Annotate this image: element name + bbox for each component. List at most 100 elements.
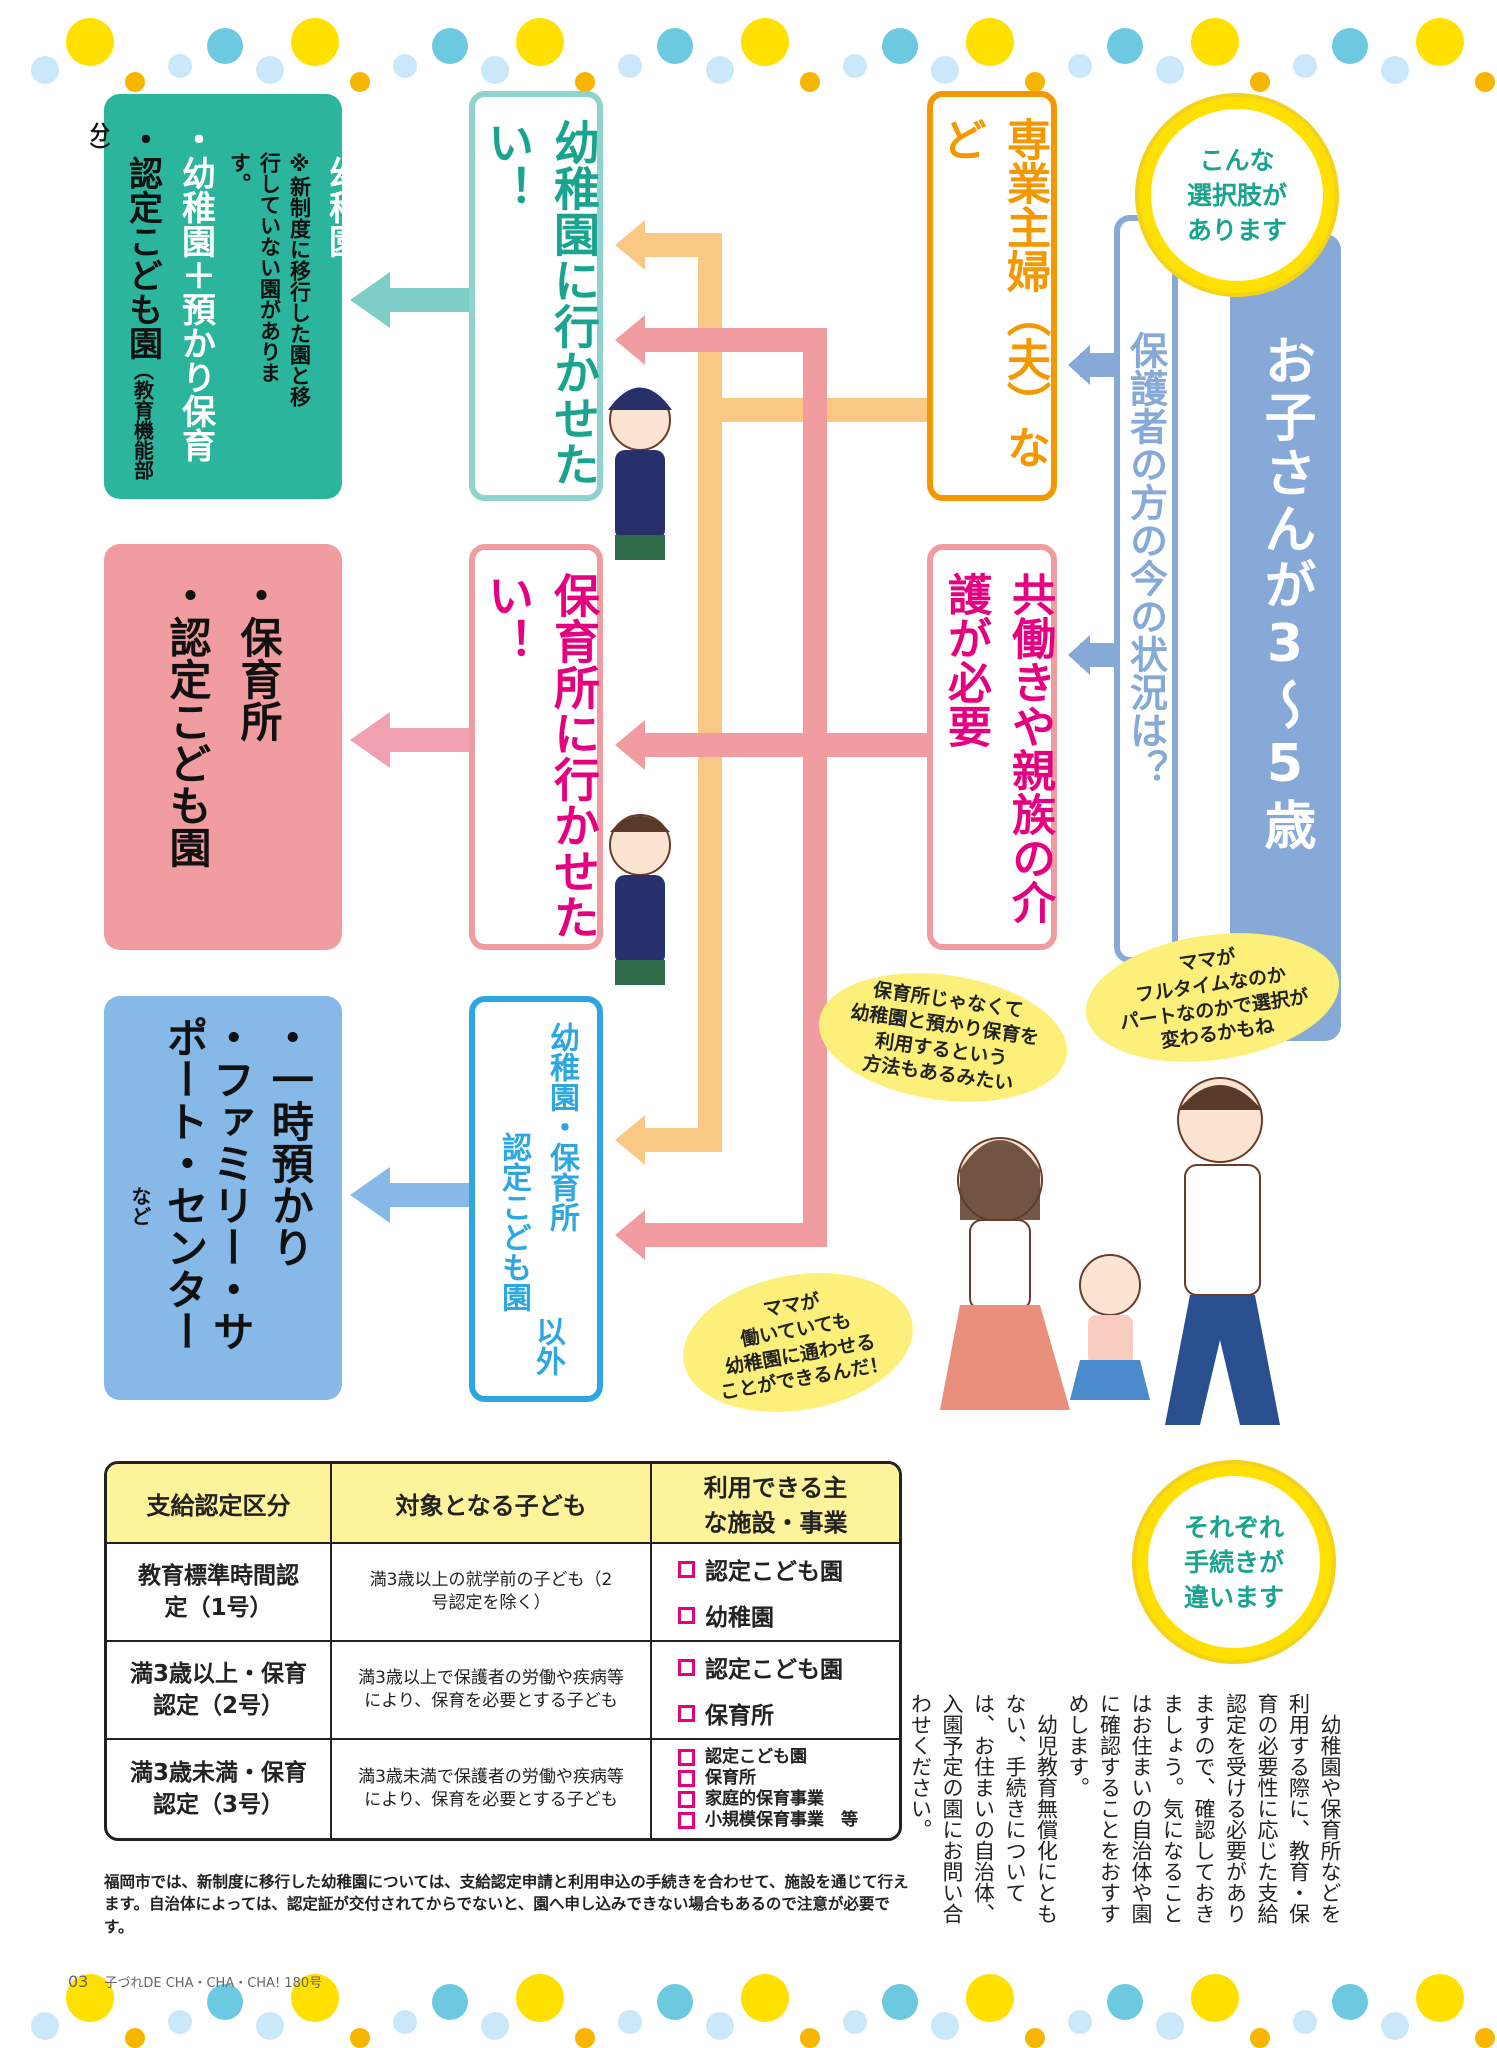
decorative-dot [516, 18, 564, 66]
facility-item: 認定こども園 [678, 1552, 899, 1586]
result-nursery-box: ・保育所 ・認定こども園 [104, 544, 342, 950]
decorative-dot [800, 2028, 820, 2048]
decorative-dot [125, 72, 145, 92]
facility-label: 保育所 [705, 1767, 756, 1788]
options-badge: こんな選択肢があります [1139, 97, 1335, 293]
arrow-head [350, 272, 390, 328]
decorative-dot [291, 18, 339, 66]
decorative-dot [393, 2010, 417, 2034]
facility-item: 家庭的保育事業 [678, 1789, 899, 1810]
checkbox-icon [678, 1704, 695, 1722]
side-note: 幼稚園や保育所などを利用する際に、教育・保育の必要性に応じた支給認定を受ける必要… [909, 1693, 1345, 1933]
pink-branch [640, 328, 815, 1247]
checkbox-icon [678, 1812, 695, 1830]
table-header: 対象となる子ども [332, 1464, 652, 1544]
homemaker-label: 専業主婦（夫）など [935, 117, 1050, 469]
decorative-dot [1475, 2028, 1495, 2048]
decorative-dot [882, 1984, 918, 2020]
result-item: ・認定こども園 [122, 122, 163, 360]
facility-label: 認定こども園 [705, 1559, 843, 1585]
decorative-dot [1332, 1984, 1368, 2020]
wish-nursery-box: 保育所に行かせたい！ [469, 544, 603, 950]
result-item: ・幼稚園＋預かり保育 [175, 122, 216, 462]
working-box: 共働きや親族の介護が必要 [927, 544, 1057, 950]
decorative-dot [1156, 56, 1184, 84]
wish-kindergarten-label: 幼稚園に行かせたい！ [481, 119, 601, 487]
pink-flow-line [803, 328, 927, 1247]
family-illustration [940, 1077, 1280, 1425]
badge-line: あります [1186, 215, 1287, 245]
decorative-dot [125, 2028, 145, 2048]
side-note-paragraph: 幼児教育無償化にともない、手続きについては、お住まいの自治体、入園予定の園にお問… [908, 1693, 1059, 1924]
table-cell-target: 満3歳以上の就学前の子ども（2号認定を除く） [332, 1544, 652, 1642]
magazine-title: 子づれDE CHA・CHA・CHA! 180号 [104, 1976, 323, 1991]
page-number: 03 [68, 1972, 89, 1991]
result-item-group: ・認定こども園（教育機能部分） [79, 122, 168, 499]
table-header: 支給認定区分 [107, 1464, 332, 1544]
badge-line: 選択肢が [1186, 180, 1287, 210]
decorative-dot [1475, 72, 1495, 92]
decorative-dot [575, 72, 595, 92]
decorative-dot [1381, 56, 1409, 84]
badge-line: それぞれ [1183, 1512, 1284, 1542]
result-other-box: ・一時預かり ・ファミリー・サポート・センター など [104, 996, 342, 1400]
homemaker-box: 専業主婦（夫）など [927, 91, 1057, 501]
arrow-head [350, 1167, 390, 1223]
decorative-dot [1293, 2010, 1317, 2034]
decorative-dot [1381, 2012, 1409, 2040]
orange-branch [640, 233, 710, 1152]
decorative-dot [657, 1984, 693, 2020]
decorative-dot [741, 18, 789, 66]
table-cell-category: 教育標準時間認定（1号） [107, 1544, 332, 1642]
decorative-dot [1025, 2028, 1045, 2048]
decorative-dot [350, 2028, 370, 2048]
badge-line: こんな [1199, 145, 1275, 175]
result-item-note: （教育機能部分） [86, 122, 155, 480]
working-label: 共働きや親族の介護が必要 [940, 572, 1055, 924]
result-item: ・幼稚園 [322, 122, 363, 258]
certification-table: 支給認定区分 対象となる子ども 利用できる主な施設・事業 教育標準時間認定（1号… [104, 1461, 902, 1841]
badge-line: 手続きが [1183, 1547, 1284, 1577]
badge-line: 違います [1183, 1582, 1284, 1612]
checkbox-icon [678, 1560, 695, 1578]
decorative-dot [1250, 2028, 1270, 2048]
arrow-head [350, 712, 390, 768]
result-item: ・認定こども園 [163, 574, 212, 868]
result-item: ・一時預かり [265, 1016, 315, 1268]
table-row: 教育標準時間認定（1号） 満3歳以上の就学前の子ども（2号認定を除く） 認定こど… [107, 1544, 899, 1642]
decorative-dot [657, 28, 693, 64]
checkbox-icon [678, 1748, 695, 1766]
facility-item: 認定こども園 [678, 1747, 899, 1768]
wish-other-mid: 認定こども園 [496, 1132, 531, 1312]
table-row: 満3歳以上・保育認定（2号） 満3歳以上で保護者の労働や疾病等により、保育を必要… [107, 1642, 899, 1740]
decorative-dot [168, 54, 192, 78]
arrow-head [615, 720, 645, 770]
decorative-dot [843, 2010, 867, 2034]
decorative-dot [207, 28, 243, 64]
arrow-head [615, 220, 645, 270]
table-cell-facilities: 認定こども園 保育所 家庭的保育事業 小規模保育事業 等 [652, 1740, 899, 1838]
decorative-dot [481, 56, 509, 84]
decorative-dot [350, 72, 370, 92]
blue-branch [1080, 353, 1114, 667]
result-note: ※新制度に移行した園と移行していない園があります。 [227, 152, 312, 407]
result-item: ・ファミリー・サポート・センター [160, 1016, 256, 1352]
children-illustration [608, 387, 672, 985]
question-label: 保護者の方の今の状況は？ [1123, 331, 1168, 787]
decorative-dot [31, 2012, 59, 2040]
decorative-dot [207, 1984, 243, 2020]
facility-item: 小規模保育事業 等 [678, 1810, 899, 1831]
table-cell-category: 満3歳以上・保育認定（2号） [107, 1642, 332, 1740]
wish-kindergarten-box: 幼稚園に行かせたい！ [469, 91, 603, 501]
wish-other-box: 幼稚園・保育所 認定こども園 以外 [469, 996, 603, 1402]
decorative-dot [706, 56, 734, 84]
checkbox-icon [678, 1769, 695, 1787]
decorative-dot [1107, 1984, 1143, 2020]
decorative-dot [1068, 2010, 1092, 2034]
facility-label: 認定こども園 [705, 1746, 807, 1767]
arrow-head [1068, 345, 1090, 385]
checkbox-icon [678, 1791, 695, 1809]
decorative-dot [66, 1974, 114, 2022]
age-box-label: お子さんが3〜5歳 [1255, 334, 1315, 854]
facility-label: 家庭的保育事業 [705, 1789, 824, 1809]
